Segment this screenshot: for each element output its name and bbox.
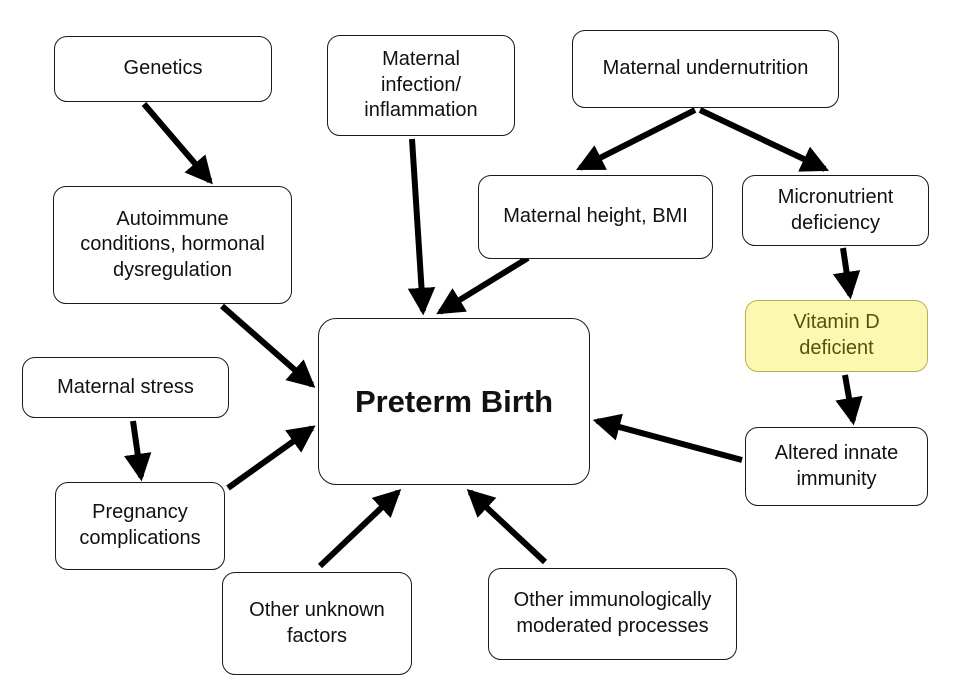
edge-micronutrient-deficiency-to-vitamin-d: [832, 247, 861, 300]
node-pregnancy-complications-label: Pregnancy complications: [79, 501, 201, 549]
node-maternal-height-bmi[interactable]: Maternal height, BMI: [478, 175, 713, 259]
node-autoimmune-conditions[interactable]: Autoimmune conditions, hormonal dysregul…: [53, 186, 292, 304]
edge-pregnancy-complications-to-preterm-birth: [226, 425, 316, 491]
node-autoimmune-conditions-label: Autoimmune conditions, hormonal dysregul…: [80, 207, 265, 281]
node-maternal-infection[interactable]: Maternal infection/ inflammation: [327, 35, 515, 136]
node-pregnancy-complications[interactable]: Pregnancy complications: [55, 482, 225, 570]
node-vitamin-d-deficient-label: Vitamin D deficient: [793, 311, 880, 359]
node-altered-innate-immunity-label: Altered innate immunity: [774, 441, 899, 490]
node-micronutrient-deficiency[interactable]: Micronutrient deficiency: [742, 175, 929, 246]
node-maternal-infection-label: Maternal infection/ inflammation: [364, 48, 478, 122]
node-genetics[interactable]: Genetics: [54, 36, 272, 102]
node-other-immunologically-moderated-label: Other immunologically moderated processe…: [513, 589, 712, 637]
node-preterm-birth[interactable]: Preterm Birth: [318, 318, 590, 485]
edge-maternal-undernutrition-to-micronutrient-deficiency: [698, 107, 829, 172]
node-maternal-height-bmi-label: Maternal height, BMI: [503, 205, 688, 228]
edge-genetics-to-autoimmune: [141, 102, 213, 185]
edge-maternal-undernutrition-to-maternal-height-bmi: [576, 107, 697, 171]
node-altered-innate-immunity[interactable]: Altered innate immunity: [745, 427, 928, 506]
node-maternal-undernutrition[interactable]: Maternal undernutrition: [572, 30, 839, 108]
node-maternal-stress-label: Maternal stress: [57, 375, 194, 398]
node-vitamin-d-deficient[interactable]: Vitamin D deficient: [745, 300, 928, 372]
node-micronutrient-deficiency-label: Micronutrient deficiency: [777, 185, 894, 234]
edge-maternal-infection-to-preterm-birth: [407, 138, 436, 316]
node-maternal-stress[interactable]: Maternal stress: [22, 357, 229, 418]
node-other-unknown-factors[interactable]: Other unknown factors: [222, 572, 412, 675]
node-other-unknown-factors-label: Other unknown factors: [249, 598, 385, 647]
node-maternal-undernutrition-label: Maternal undernutrition: [602, 57, 809, 80]
edge-altered-innate-immunity-to-preterm-birth: [592, 413, 743, 463]
edge-maternal-stress-to-pregnancy-complications: [124, 420, 152, 482]
edge-autoimmune-to-preterm-birth: [220, 303, 316, 388]
node-preterm-birth-label: Preterm Birth: [354, 383, 554, 419]
node-genetics-label: Genetics: [123, 57, 203, 80]
node-other-immunologically-moderated[interactable]: Other immunologically moderated processe…: [488, 568, 737, 660]
edge-maternal-height-bmi-to-preterm-birth: [436, 255, 530, 315]
edge-vitamin-d-to-altered-innate-immunity: [835, 374, 863, 426]
edge-other-immunologically-to-preterm-birth: [466, 488, 548, 565]
edge-other-unknown-factors-to-preterm-birth: [317, 488, 402, 569]
